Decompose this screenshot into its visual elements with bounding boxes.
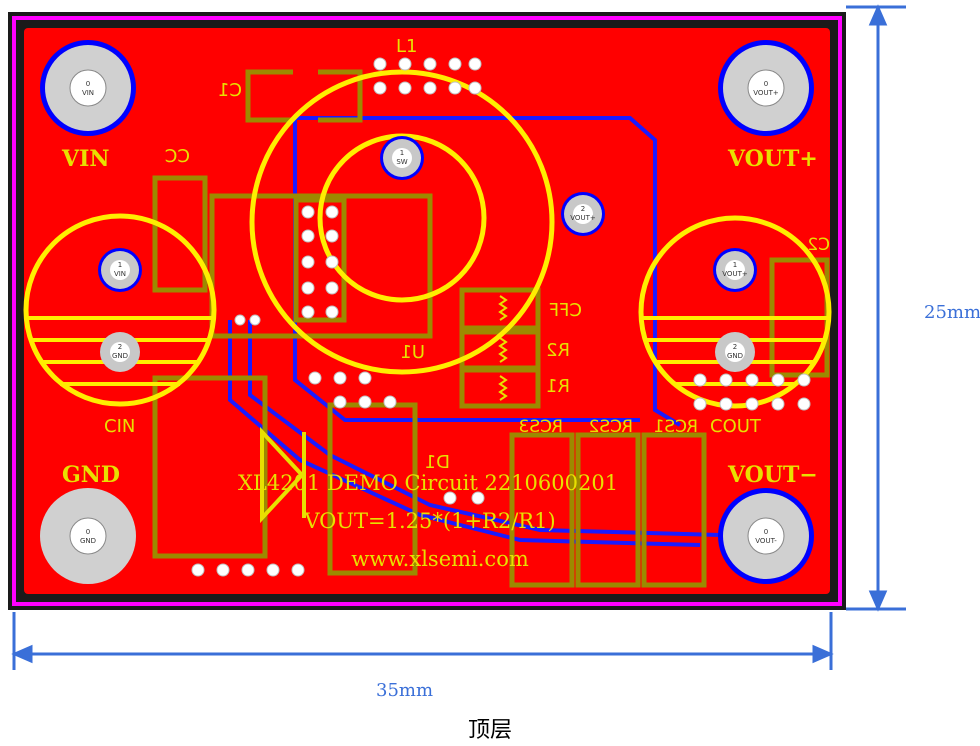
gnd-terminal-pad: 0 GND <box>40 488 136 584</box>
cout-pin2-pad: 2 GND <box>715 332 755 372</box>
vin-label: VIN <box>61 146 109 172</box>
c1-label: C1 <box>218 80 242 101</box>
rcs2-label: RCS2 <box>589 417 633 437</box>
svg-text:VIN: VIN <box>82 89 94 97</box>
vin-terminal-pad: 0 VIN <box>40 40 136 136</box>
d1-label: D1 <box>425 452 450 473</box>
cc-label: CC <box>165 146 190 167</box>
svg-text:GND: GND <box>727 352 743 360</box>
cff-label: CFF <box>549 300 582 321</box>
dimension-lines <box>11 4 906 670</box>
sw-pad: 1 SW <box>380 136 424 180</box>
svg-text:GND: GND <box>112 352 128 360</box>
c2-label: C2 <box>807 235 830 255</box>
copper-pour <box>24 28 830 594</box>
svg-text:1: 1 <box>733 261 737 269</box>
svg-text:VIN: VIN <box>114 270 126 278</box>
vias <box>191 57 811 577</box>
layer-caption: 顶层 <box>467 718 512 743</box>
cin-label: CIN <box>104 416 135 437</box>
rcs1-label: RCS1 <box>654 417 698 437</box>
vout-minus-label: VOUT− <box>727 462 818 488</box>
svg-text:1: 1 <box>400 149 404 157</box>
resistor-symbols <box>498 295 508 401</box>
height-dimension-label: 25mm <box>924 302 980 323</box>
svg-text:GND: GND <box>80 537 96 545</box>
svg-text:VOUT+: VOUT+ <box>722 270 748 278</box>
cin-pin2-pad: 2 GND <box>100 332 140 372</box>
svg-text:0: 0 <box>764 528 768 536</box>
vout-plus-label: VOUT+ <box>727 146 818 172</box>
board-title: XL4201 DEMO Circuit 2210600201 <box>238 471 618 495</box>
u1-label: U1 <box>400 342 425 363</box>
cout-pin1-pad: 1 VOUT+ <box>713 248 757 292</box>
svg-text:0: 0 <box>86 528 90 536</box>
mirrored-refs: CC C1 U1 D1 CFF R2 R1 RCS3 RCS2 RCS1 C2 <box>165 80 830 473</box>
diode-symbol <box>260 426 306 524</box>
svg-text:VOUT+: VOUT+ <box>753 89 779 97</box>
svg-text:VOUT+: VOUT+ <box>570 214 596 222</box>
board-formula: VOUT=1.25*(1+R2/R1) <box>303 509 555 533</box>
gnd-label: GND <box>62 462 120 488</box>
board-website: www.xlsemi.com <box>351 547 529 571</box>
width-dimension-label: 35mm <box>376 680 434 701</box>
cin-pin1-pad: 1 VIN <box>98 248 142 292</box>
svg-text:2: 2 <box>733 343 737 351</box>
l1-label: L1 <box>396 36 417 57</box>
vout-minus-terminal-pad: 0 VOUT- <box>718 488 814 584</box>
board-outline <box>12 16 842 606</box>
svg-text:2: 2 <box>118 343 122 351</box>
svg-text:0: 0 <box>86 80 90 88</box>
vout-plus-terminal-pad: 0 VOUT+ <box>718 40 814 136</box>
inductor-outline <box>249 69 555 375</box>
svg-text:SW: SW <box>396 158 407 166</box>
l1-pin2-pad: 2 VOUT+ <box>561 192 605 236</box>
svg-text:2: 2 <box>581 205 585 213</box>
svg-text:0: 0 <box>764 80 768 88</box>
cout-label: COUT <box>710 416 762 437</box>
svg-text:1: 1 <box>118 261 122 269</box>
rcs3-label: RCS3 <box>519 417 563 437</box>
svg-text:VOUT-: VOUT- <box>755 537 777 545</box>
r2-label: R2 <box>546 340 570 361</box>
r1-label: R1 <box>546 376 570 397</box>
footprints <box>152 69 830 588</box>
